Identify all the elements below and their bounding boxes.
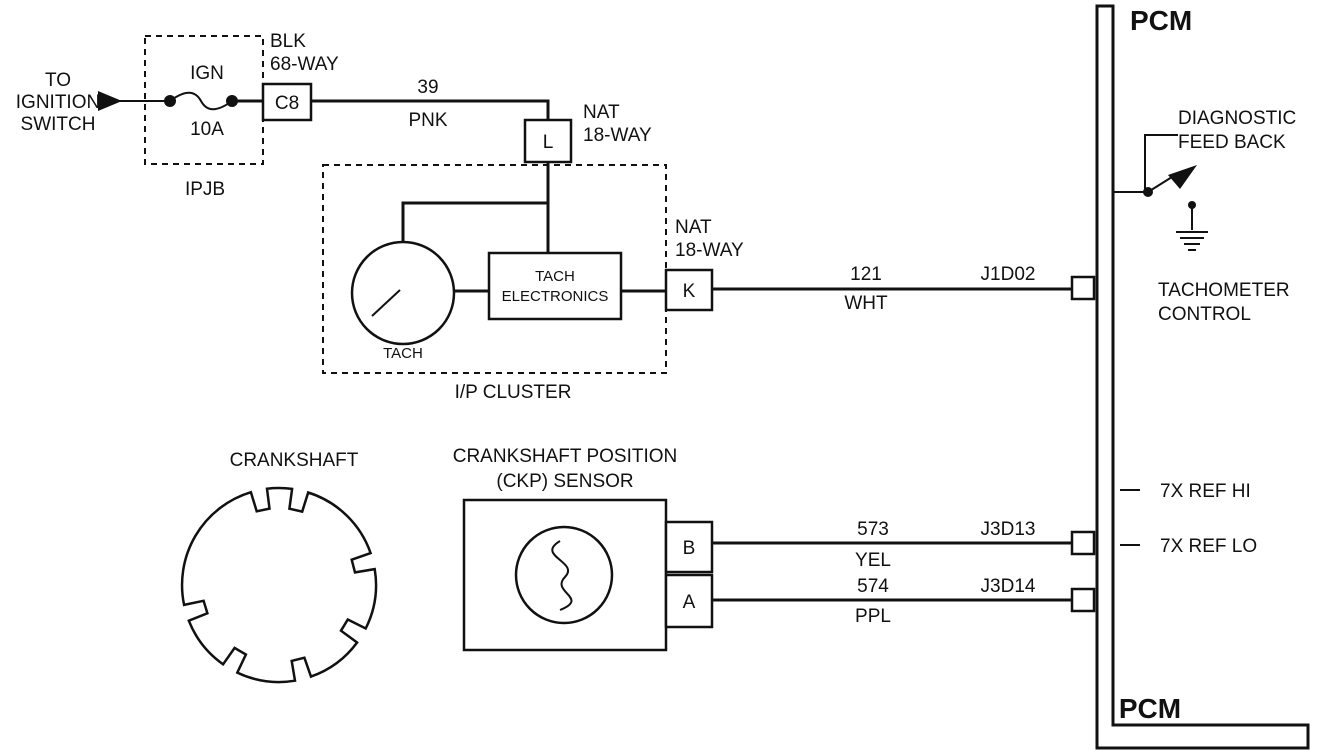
connector-l	[523, 118, 573, 164]
ipjb-label: IPJB	[185, 179, 225, 200]
ref-hi-label: 7X REF HI	[1160, 481, 1251, 502]
fuse-rating: 10A	[190, 119, 224, 140]
wire-573-terminal: J3D13	[981, 519, 1036, 540]
tachometer-control-label-1: TACHOMETER	[1158, 280, 1290, 301]
tachometer-control-label-2: CONTROL	[1158, 304, 1251, 325]
wire-574-color: PPL	[855, 606, 891, 627]
wire-121-terminal: J1D02	[981, 264, 1036, 285]
blk-connector-color: BLK	[270, 31, 306, 52]
diagnostic-switch	[1113, 134, 1208, 251]
wire-121-circuit: 121	[850, 264, 882, 285]
ckp-sensor-symbol	[514, 525, 614, 625]
wire-121-color: WHT	[844, 293, 888, 314]
ip-cluster-label: I/P CLUSTER	[455, 382, 572, 403]
tach-label: TACH	[383, 345, 423, 362]
fuse-name: IGN	[190, 63, 224, 84]
nat-l-color: NAT	[583, 102, 620, 123]
crankshaft-wheel-outline	[180, 486, 378, 684]
wire-573-color: YEL	[855, 550, 891, 571]
ignition-switch-label: TO IGNITION SWITCH	[16, 70, 100, 135]
ckp-sensor-label-1: CRANKSHAFT POSITION	[453, 446, 678, 467]
wire-39-color: PNK	[408, 110, 447, 131]
diagnostic-label-1: DIAGNOSTIC	[1178, 108, 1296, 129]
connector-k-pin: K	[683, 281, 696, 302]
tach-electronics-box	[487, 251, 623, 321]
pcm-terminal-j1d02	[1070, 275, 1096, 301]
connector-l-pin: L	[543, 132, 554, 153]
wire-39	[311, 99, 550, 120]
connector-c8	[261, 82, 313, 122]
connector-c8-pin: C8	[275, 93, 299, 114]
crankshaft-reluctor	[180, 486, 378, 684]
svg-text:IGNITION: IGNITION	[16, 92, 100, 113]
diagnostic-label-2: FEED BACK	[1178, 132, 1286, 153]
pcm-module	[1095, 4, 1310, 750]
ign-fuse: IGN 10A	[164, 63, 238, 140]
connector-k	[664, 268, 714, 312]
wire-39-circuit: 39	[417, 77, 438, 98]
wire-574-terminal: J3D14	[981, 576, 1036, 597]
pcm-title-top: PCM	[1130, 5, 1192, 36]
nat-k-ways: 18-WAY	[675, 240, 744, 261]
ckp-pin-b	[664, 520, 714, 574]
wire-573-circuit: 573	[857, 519, 889, 540]
ref-lo-label: 7X REF LO	[1160, 536, 1257, 557]
wire-574-circuit: 574	[857, 576, 889, 597]
pcm-title-bottom: PCM	[1119, 693, 1181, 724]
blk-connector-ways: 68-WAY	[270, 54, 339, 75]
tach-electronics-label-1: TACH	[535, 268, 575, 285]
svg-text:TO: TO	[45, 70, 71, 91]
ckp-pin-b-label: B	[683, 538, 696, 559]
crankshaft-label: CRANKSHAFT	[230, 450, 359, 471]
nat-l-ways: 18-WAY	[583, 125, 652, 146]
ckp-sensor-label-2: (CKP) SENSOR	[496, 471, 633, 492]
svg-text:SWITCH: SWITCH	[21, 114, 96, 135]
pcm-terminal-j3d13	[1070, 530, 1096, 556]
ckp-pin-a-label: A	[683, 592, 696, 613]
tach-gauge: TACH	[350, 240, 456, 362]
nat-k-color: NAT	[675, 217, 712, 238]
ckp-pin-a	[664, 573, 714, 629]
pcm-terminal-j3d14	[1070, 587, 1096, 613]
tach-electronics-label-2: ELECTRONICS	[502, 288, 609, 305]
